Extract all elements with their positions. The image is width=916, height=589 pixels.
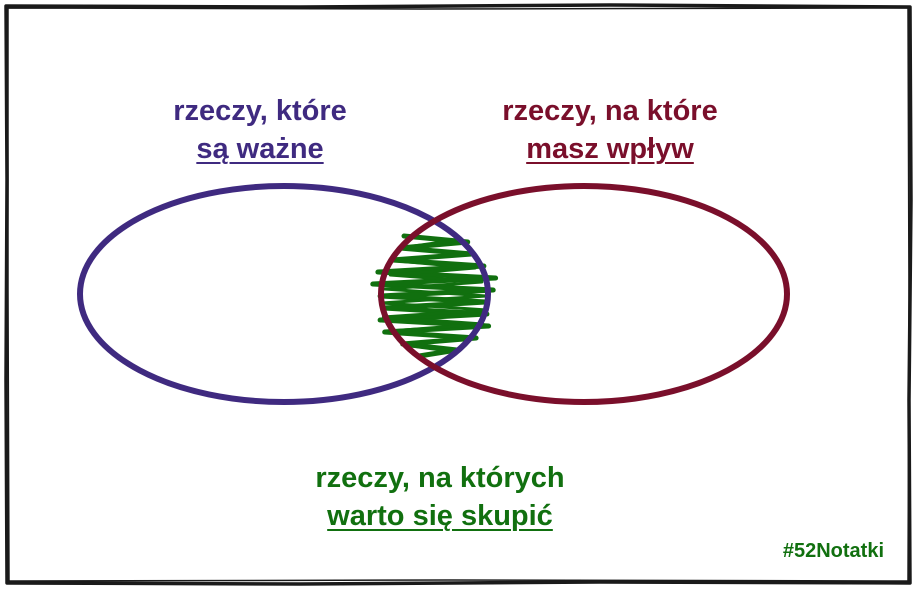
label-focus-things: rzeczy, na których warto się skupić: [240, 459, 640, 535]
ellipse-important: [77, 183, 491, 405]
label-influence-line1: rzeczy, na które: [502, 95, 718, 127]
label-focus-line2: warto się skupić: [327, 500, 553, 532]
label-influence-things: rzeczy, na które masz wpływ: [460, 92, 760, 168]
hashtag: #52Notatki: [782, 540, 884, 562]
label-focus-line1: rzeczy, na których: [315, 462, 565, 494]
label-important-line2: są ważne: [196, 133, 324, 165]
label-important-things: rzeczy, które są ważne: [110, 92, 410, 168]
label-influence-line2: masz wpływ: [526, 133, 694, 165]
sketch-border-inner: [7, 7, 910, 582]
sketch-border: [4, 3, 913, 586]
label-important-line1: rzeczy, które: [173, 95, 347, 127]
ellipse-influence: [378, 183, 790, 405]
